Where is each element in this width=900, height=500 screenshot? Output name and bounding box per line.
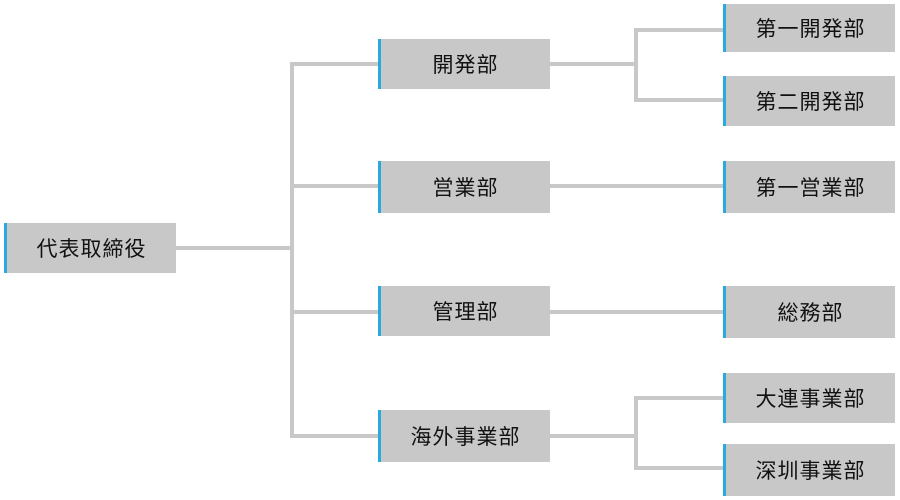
connector-dev-child-1	[634, 28, 726, 32]
node-subdepartment: 第一開発部	[723, 4, 895, 52]
connector-root-horizontal	[176, 246, 292, 250]
connector-dept-4	[290, 434, 380, 438]
node-subdepartment: 深圳事業部	[723, 444, 895, 496]
node-subdepartment: 総務部	[723, 286, 895, 338]
node-root: 代表取締役	[4, 223, 176, 273]
connector-sales-child	[550, 184, 726, 188]
node-subdepartment: 第二開発部	[723, 76, 895, 126]
connector-dept-3	[290, 310, 380, 314]
node-subdepartment: 第一営業部	[723, 161, 895, 213]
connector-overseas-out	[550, 434, 636, 438]
node-department: 開発部	[378, 39, 550, 89]
connector-trunk-vertical	[290, 62, 294, 438]
connector-dev-vertical	[634, 28, 638, 102]
connector-dev-out	[550, 62, 636, 66]
connector-admin-child	[550, 310, 726, 314]
connector-overseas-child-2	[634, 466, 726, 470]
connector-dev-child-2	[634, 98, 726, 102]
connector-overseas-vertical	[634, 396, 638, 470]
connector-dept-1	[290, 62, 380, 66]
connector-dept-2	[290, 184, 380, 188]
node-subdepartment: 大連事業部	[723, 373, 895, 423]
node-department: 海外事業部	[378, 410, 550, 462]
node-department: 管理部	[378, 286, 550, 336]
connector-overseas-child-1	[634, 396, 726, 400]
node-department: 営業部	[378, 161, 550, 213]
